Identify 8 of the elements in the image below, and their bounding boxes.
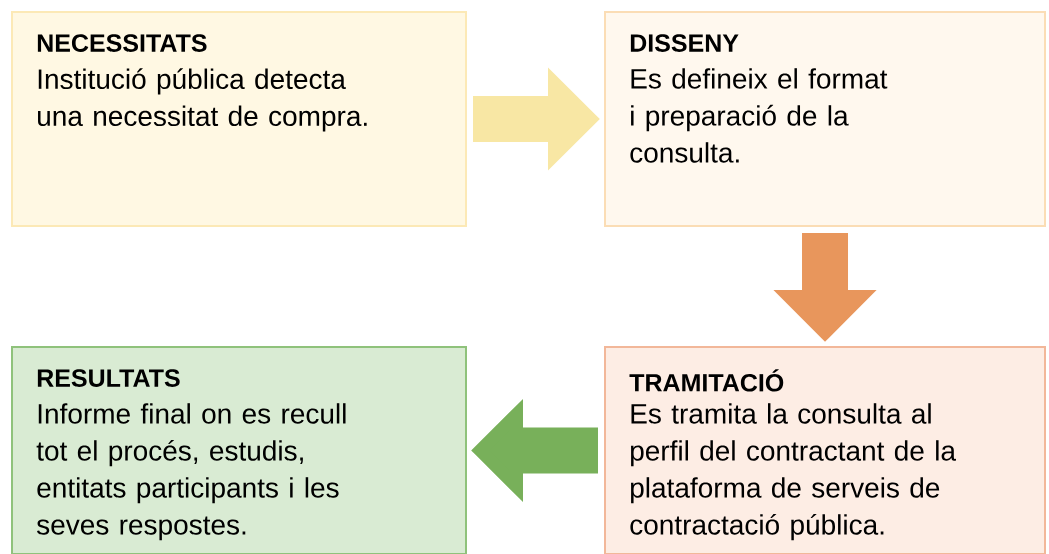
step-description: Es defineix el format i preparació de la consulta. (630, 68, 888, 163)
step-description: Es tramita la consulta al perfil del contractant de la plataforma de serveis de contractació pública. (630, 403, 956, 541)
step-description: Informe final on es recull tot el procés, estudis, entitats participants i les seves respostes. (36, 403, 346, 541)
step-title: DISSENY (630, 34, 739, 52)
step-title: NECESSITATS (37, 34, 207, 52)
step-title: RESULTATS (37, 369, 180, 387)
step-title: TRAMITACIÓ (629, 369, 784, 392)
step-description: Institució pública detecta una necessitat de compra. (38, 68, 367, 132)
